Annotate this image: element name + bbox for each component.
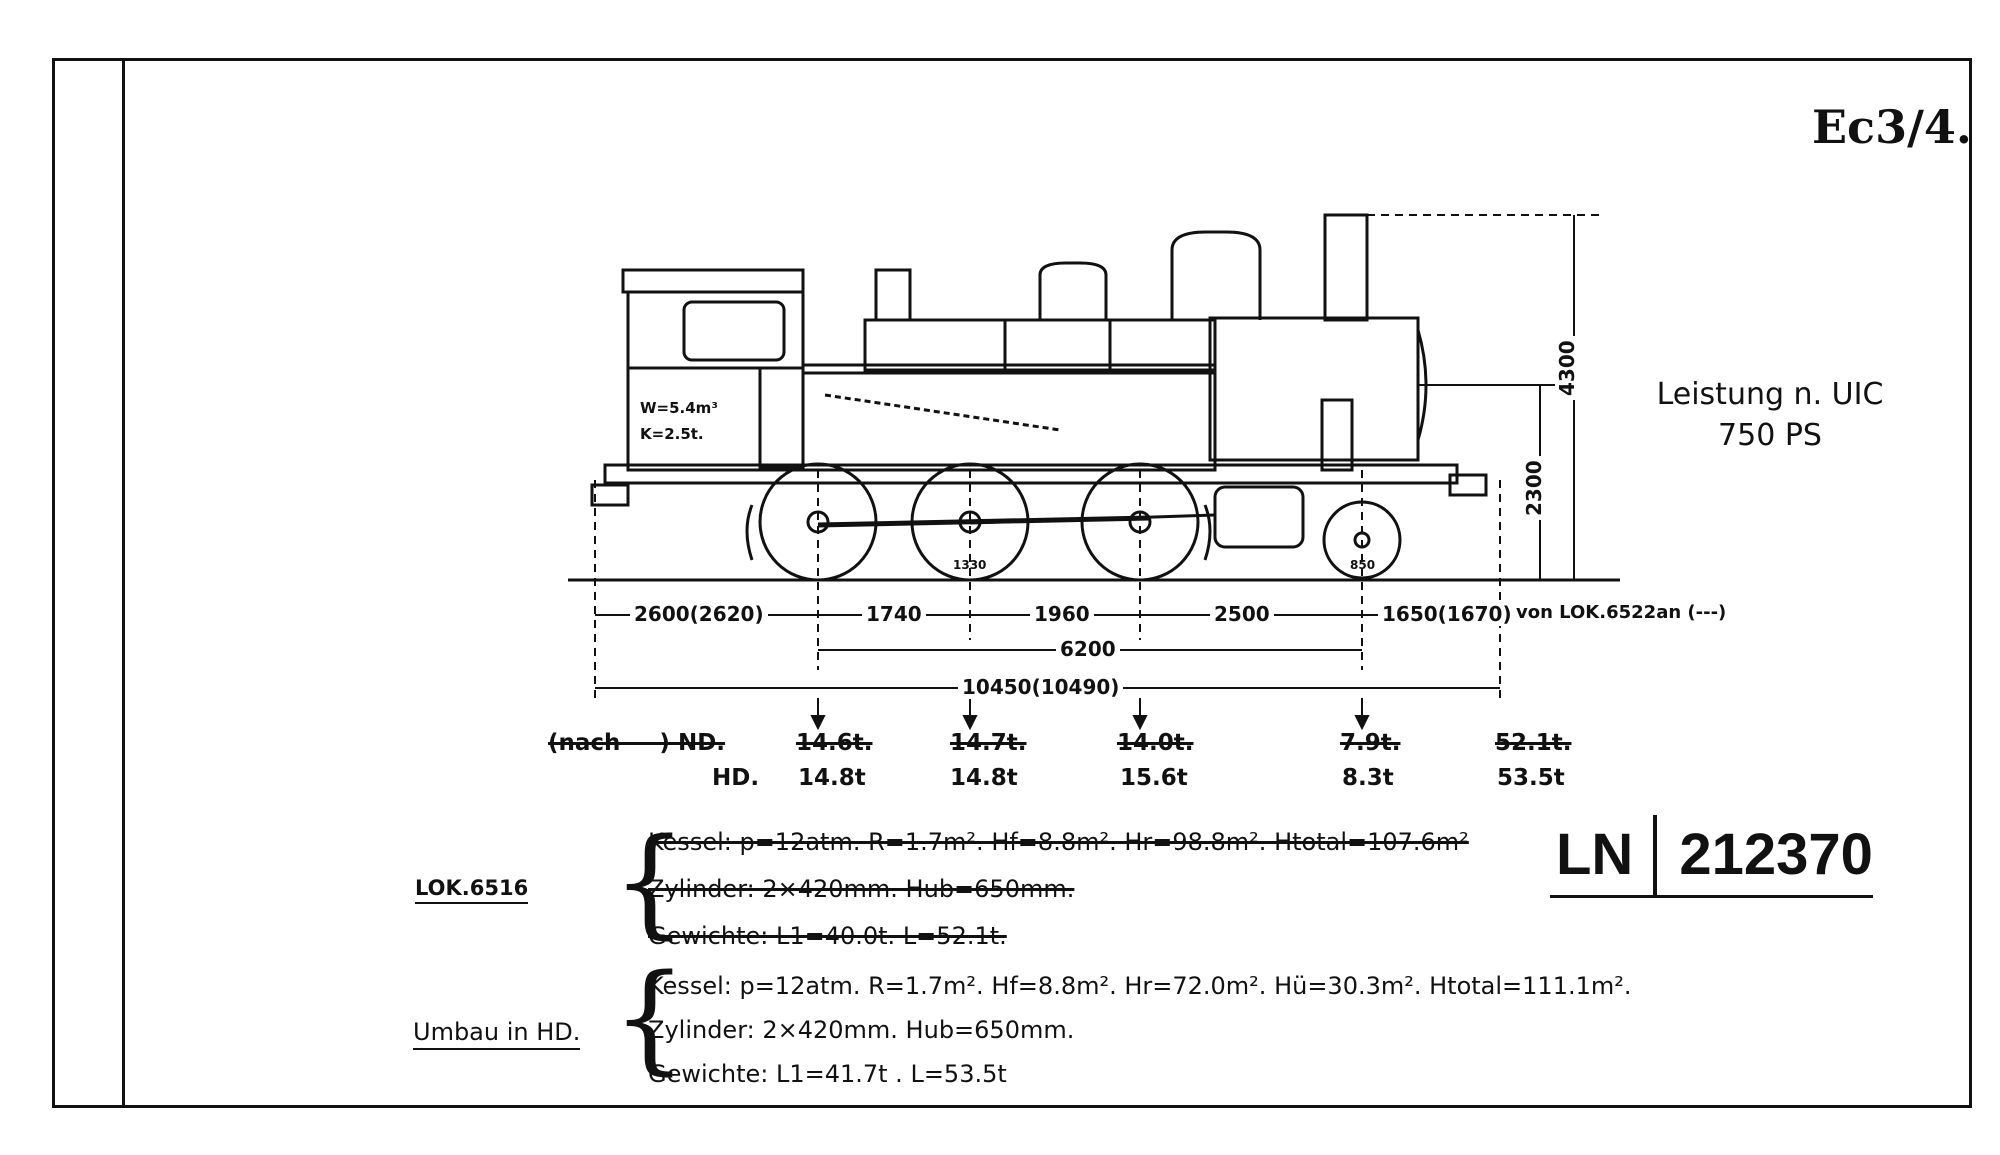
smokebox xyxy=(1208,316,1420,462)
new-spec-line-3: Gewichte: L1=41.7t . L=53.5t xyxy=(648,1060,1007,1088)
binding-margin-line xyxy=(122,58,125,1108)
weight-old-total: 52.1t. xyxy=(1495,730,1572,756)
dim-overhang-front: 2600(2620) xyxy=(630,602,768,626)
dim-height-total: 4300 xyxy=(1555,336,1579,400)
cab-roof xyxy=(621,268,805,294)
dim-axle-1-2: 1740 xyxy=(862,602,926,626)
performance-line-2: 750 PS xyxy=(1718,417,1822,453)
dim-overhang-rear: 1650(1670) xyxy=(1378,602,1516,626)
class-code: Ec3/4. xyxy=(1812,100,1972,154)
weight-old-3: 14.0t. xyxy=(1117,730,1194,756)
old-spec-line-2: Zylinder: 2×420mm. Hub=650mm. xyxy=(648,875,1075,903)
chimney xyxy=(1323,213,1369,322)
dim-height-boiler: 2300 xyxy=(1522,456,1546,520)
front-buffer xyxy=(590,483,630,507)
coal-capacity: K=2.5t. xyxy=(640,425,704,443)
weight-new-total: 53.5t xyxy=(1497,765,1565,791)
trailing-wheel-diameter: 850 xyxy=(1350,558,1376,572)
document-prefix: LN xyxy=(1550,815,1658,895)
drawing-frame xyxy=(52,58,1972,1108)
dim-rear-note: von LOK.6522an (---) xyxy=(1512,602,1731,623)
weight-old-2: 14.7t. xyxy=(950,730,1027,756)
dim-wheelbase: 6200 xyxy=(1056,637,1120,661)
weight-old-4: 7.9t. xyxy=(1340,730,1401,756)
weights-old-label: (nach — ) ND. xyxy=(548,730,726,756)
tank-capacity-label: W=5.4m³ K=2.5t. xyxy=(640,395,718,447)
dim-axle-3-4: 2500 xyxy=(1210,602,1274,626)
safety-valve xyxy=(874,268,912,322)
weight-new-1: 14.8t xyxy=(798,765,866,791)
old-spec-line-3: Gewichte: L1=40.0t. L=52.1t. xyxy=(648,922,1007,950)
frame xyxy=(603,463,1459,485)
rear-buffer xyxy=(1448,473,1488,497)
side-tank xyxy=(801,363,1217,472)
document-number-box: LN 212370 xyxy=(1550,815,1873,898)
new-spec-line-1: Kessel: p=12atm. R=1.7m². Hf=8.8m². Hr=7… xyxy=(648,972,1632,1000)
old-spec-brace: { xyxy=(612,812,688,950)
water-capacity: W=5.4m³ xyxy=(640,399,718,417)
new-spec-label: Umbau in HD. xyxy=(413,1018,581,1050)
old-spec-line-1: Kessel: p=12atm. R=1.7m². Hf=8.8m². Hr=9… xyxy=(648,828,1469,856)
cylinder xyxy=(1213,485,1305,549)
dim-axle-2-3: 1960 xyxy=(1030,602,1094,626)
coupled-wheel-2 xyxy=(910,462,1030,582)
weight-new-4: 8.3t xyxy=(1342,765,1394,791)
performance-note: Leistung n. UIC 750 PS xyxy=(1650,375,1890,456)
weight-old-1: 14.6t. xyxy=(796,730,873,756)
cab-window xyxy=(682,300,786,362)
weights-new-label: HD. xyxy=(712,765,760,791)
coupled-wheel-3 xyxy=(1080,462,1200,582)
weight-new-2: 14.8t xyxy=(950,765,1018,791)
sand-dome xyxy=(1038,261,1108,320)
weight-new-3: 15.6t xyxy=(1120,765,1188,791)
dim-length-over-buffers: 10450(10490) xyxy=(958,675,1124,699)
performance-line-1: Leistung n. UIC xyxy=(1656,377,1884,412)
coupled-wheel-diameter: 1330 xyxy=(953,558,987,572)
boiler xyxy=(863,318,1217,372)
new-spec-brace: { xyxy=(612,948,688,1086)
coupled-wheel-1 xyxy=(758,462,878,582)
steam-dome xyxy=(1170,230,1262,320)
new-spec-line-2: Zylinder: 2×420mm. Hub=650mm. xyxy=(648,1016,1075,1044)
document-number: 212370 xyxy=(1679,822,1873,887)
old-spec-label: LOK.6516 xyxy=(415,876,529,904)
